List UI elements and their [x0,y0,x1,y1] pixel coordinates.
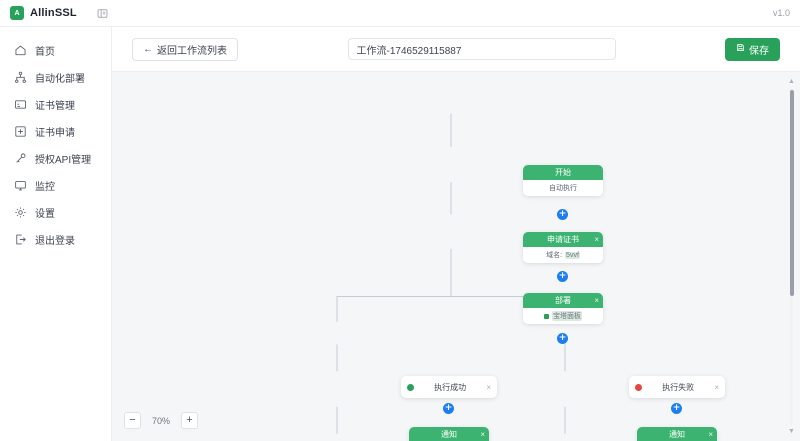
sidebar-item-label: 证书申请 [35,128,75,139]
node-notify-fail-title: 通知 [669,430,685,439]
zoom-level-value: 70% [151,415,170,426]
zoom-in-button[interactable]: + [181,412,198,429]
brand-name: AllinSSL [30,7,77,19]
node-branch-fail-close-icon[interactable]: × [714,382,719,392]
node-apply-cert-close-icon[interactable]: × [594,234,599,244]
sidebar-item-label: 退出登录 [35,236,75,247]
node-deploy[interactable]: 部署 × 宝塔面板 [523,293,603,324]
node-notify-success-header: 通知 × [409,427,489,441]
zoom-control: − 70% + [124,412,198,429]
back-to-workflow-list-button[interactable]: ← 返回工作流列表 [132,37,238,61]
node-start-header: 开始 [523,165,603,180]
save-button-label: 保存 [749,45,769,57]
node-apply-cert[interactable]: 申请证书 × 域名: 5vvf [523,232,603,263]
sidebar-item-home[interactable]: 首页 [0,37,111,64]
success-status-icon [407,383,414,391]
node-apply-cert-header: 申请证书 × [523,232,603,247]
add-node-button-after-fail[interactable] [671,403,682,414]
sidebar-item-cert-apply[interactable]: 证书申请 [0,118,111,145]
node-branch-success[interactable]: 执行成功 × [401,376,497,398]
sidebar-item-label: 首页 [35,47,55,58]
node-apply-cert-body-prefix: 域名: [546,252,563,259]
node-branch-success-close-icon[interactable]: × [486,382,491,392]
top-bar: A AllinSSL v1.0 [0,0,800,27]
workflow-toolbar: ← 返回工作流列表 保存 [112,27,800,72]
zoom-out-button[interactable]: − [124,412,141,429]
workflow-canvas[interactable]: 开始 自动执行 申请证书 × 域名: [112,72,800,441]
key-icon [14,152,27,165]
sidebar-item-api-auth[interactable]: 授权API管理 [0,145,111,172]
body-split: 首页 自动化部署 [0,27,800,441]
node-deploy-header: 部署 × [523,293,603,308]
gear-icon [14,206,27,219]
sidebar-item-logout[interactable]: 退出登录 [0,226,111,253]
sitemap-icon [14,71,27,84]
scroll-up-arrow-icon[interactable]: ▲ [788,78,795,85]
sidebar: 首页 自动化部署 [0,27,112,441]
back-button-label: 返回工作流列表 [157,45,227,57]
save-button[interactable]: 保存 [725,37,780,61]
node-notify-success-title: 通知 [441,430,457,439]
scrollbar-thumb[interactable] [789,90,794,296]
add-node-button-after-deploy[interactable] [557,333,568,344]
plus-square-icon [14,125,27,138]
home-icon [14,44,27,57]
square-dot-icon [544,313,549,319]
node-branch-fail-label: 执行失败 [662,382,695,392]
sidebar-item-monitor[interactable]: 监控 [0,172,111,199]
add-node-button-after-success[interactable] [443,403,454,414]
fail-status-icon [635,383,642,391]
node-start-body-text: 自动执行 [549,185,577,192]
monitor-icon [14,179,27,192]
canvas-surface[interactable]: 开始 自动执行 申请证书 × 域名: [112,72,800,441]
sidebar-item-label: 授权API管理 [35,155,92,166]
node-notify-success[interactable]: 通知 × mail [409,427,489,441]
node-apply-cert-body-value: 5vvf [565,251,580,259]
sidebar-item-label: 自动化部署 [35,74,85,85]
sidebar-item-cert-manage[interactable]: 证书管理 [0,91,111,118]
node-branch-success-label: 执行成功 [434,382,467,392]
add-node-button-after-apply-cert[interactable] [557,271,568,282]
certificate-icon [14,98,27,111]
arrow-left-icon: ← [143,43,153,55]
main-area: ← 返回工作流列表 保存 [112,27,800,441]
node-start-body[interactable]: 自动执行 [523,180,603,196]
node-deploy-close-icon[interactable]: × [594,295,599,305]
scroll-down-arrow-icon[interactable]: ▼ [788,428,795,435]
sidebar-item-label: 证书管理 [35,101,75,112]
sidebar-item-label: 设置 [35,209,55,220]
node-branch-fail[interactable]: 执行失败 × [629,376,725,398]
save-icon [736,43,745,55]
node-apply-cert-title: 申请证书 [547,235,579,244]
node-notify-fail[interactable]: 通知 × mail [637,427,717,441]
add-node-button-after-start[interactable] [557,209,568,220]
node-start[interactable]: 开始 自动执行 [523,165,603,196]
workflow-name-input[interactable] [347,38,616,60]
node-notify-fail-close-icon[interactable]: × [708,429,713,439]
menu-collapse-icon[interactable] [97,8,108,19]
node-apply-cert-body[interactable]: 域名: 5vvf [523,247,603,263]
node-notify-success-close-icon[interactable]: × [480,429,485,439]
version-label: v1.0 [772,8,790,18]
sidebar-item-auto-deploy[interactable]: 自动化部署 [0,64,111,91]
brand: A AllinSSL [0,6,112,20]
node-notify-fail-header: 通知 × [637,427,717,441]
sidebar-item-label: 监控 [35,182,55,193]
sidebar-item-settings[interactable]: 设置 [0,199,111,226]
node-deploy-title: 部署 [555,296,571,305]
workflow-name-wrap [248,38,715,60]
logo-letter: A [14,9,20,17]
node-start-title: 开始 [555,168,571,177]
node-deploy-body-text: 宝塔面板 [552,311,582,321]
logout-icon [14,233,27,246]
allinssl-logo-icon: A [10,6,24,20]
node-deploy-body[interactable]: 宝塔面板 [523,308,603,324]
canvas-vertical-scrollbar[interactable]: ▲ ▼ [787,78,796,435]
